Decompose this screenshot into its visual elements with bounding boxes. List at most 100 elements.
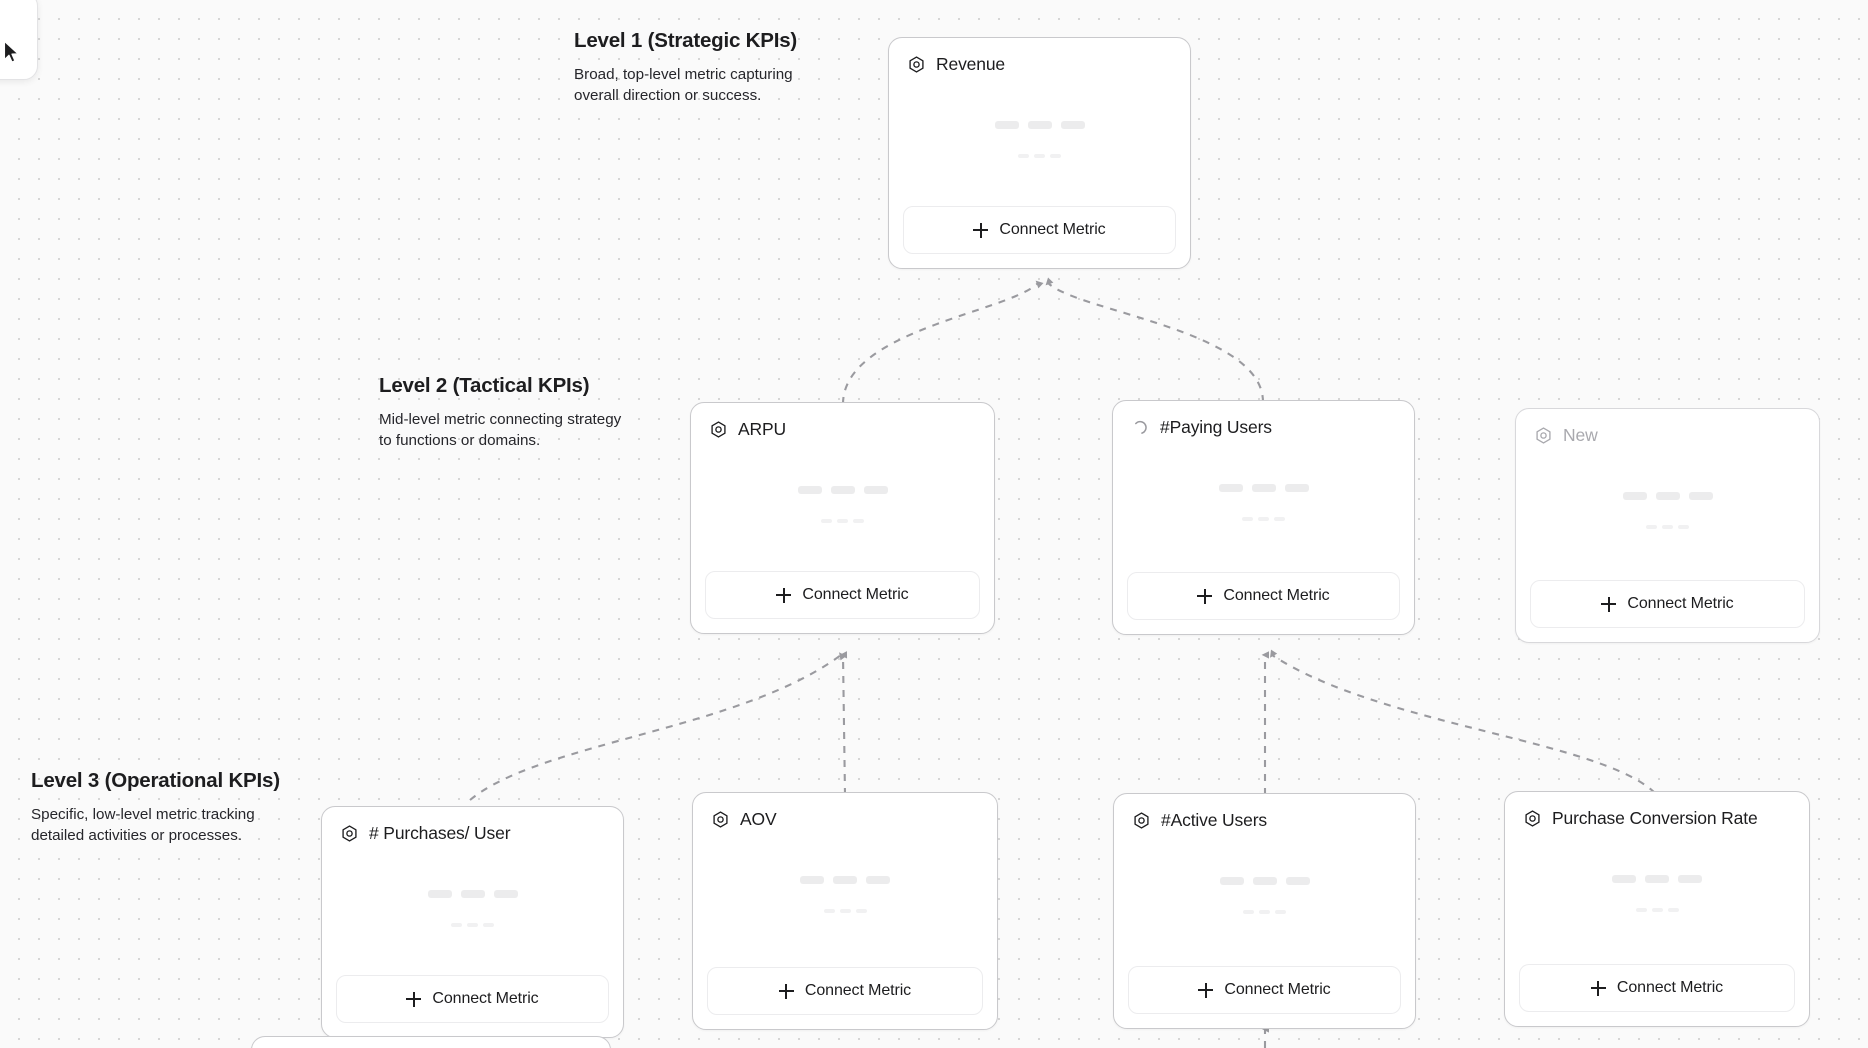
card-skeleton-body xyxy=(693,830,997,967)
card-skeleton-body xyxy=(1505,829,1809,964)
connect-metric-label: Connect Metric xyxy=(1223,587,1330,604)
skeleton-bar xyxy=(1612,875,1636,883)
plus-icon xyxy=(1590,980,1606,996)
skeleton-bar xyxy=(1027,121,1052,129)
skeleton-bar xyxy=(1635,908,1647,912)
skeleton-bar xyxy=(460,890,485,898)
metric-card-purchase-conversion-rate[interactable]: Purchase Conversion Rate Connect Metric xyxy=(1504,791,1810,1027)
connect-metric-button[interactable]: Connect Metric xyxy=(903,206,1176,254)
connect-metric-label: Connect Metric xyxy=(1627,595,1734,612)
skeleton-bar xyxy=(1252,877,1277,885)
skeleton-row-primary xyxy=(322,890,623,898)
level-1-title: Level 1 (Strategic KPIs) xyxy=(574,29,798,52)
card-title: Revenue xyxy=(936,54,1006,74)
card-header: # Purchases/ User xyxy=(322,807,623,844)
metric-card-paying-users[interactable]: #Paying Users Connect Metric xyxy=(1112,400,1415,635)
skeleton-row-primary xyxy=(691,486,994,494)
level-label-3: Level 3 (Operational KPIs) Specific, low… xyxy=(31,768,291,847)
skeleton-bar xyxy=(1678,525,1689,529)
skeleton-row-secondary xyxy=(1516,525,1819,529)
connect-metric-label: Connect Metric xyxy=(802,586,909,603)
loading-spinner-icon xyxy=(1135,420,1147,434)
skeleton-row-secondary xyxy=(889,154,1190,158)
card-header: #Active Users xyxy=(1114,794,1415,831)
skeleton-bar xyxy=(1622,492,1647,500)
edge-conversion-paying-users xyxy=(1270,649,1656,794)
metric-card-arpu[interactable]: ARPU Connect Metric xyxy=(690,402,995,634)
hexagon-target-icon xyxy=(342,825,357,842)
connect-metric-button[interactable]: Connect Metric xyxy=(1128,966,1401,1014)
metric-card-new[interactable]: New Connect Metric xyxy=(1515,408,1820,643)
plus-icon xyxy=(1601,596,1617,612)
skeleton-bar xyxy=(1284,484,1309,492)
skeleton-bar xyxy=(837,519,848,523)
connect-metric-button[interactable]: Connect Metric xyxy=(1127,572,1400,620)
skeleton-bar xyxy=(853,519,864,523)
card-skeleton-body xyxy=(1113,438,1414,572)
skeleton-bar xyxy=(823,909,835,913)
metric-card-offscreen-bottom[interactable] xyxy=(251,1036,611,1048)
mouse-cursor-icon xyxy=(3,40,19,63)
skeleton-bar xyxy=(467,923,478,927)
skeleton-row-primary xyxy=(1114,877,1415,885)
skeleton-bar xyxy=(1258,517,1269,521)
card-skeleton-body xyxy=(1114,831,1415,966)
plus-icon xyxy=(1197,588,1213,604)
skeleton-bar xyxy=(797,486,822,494)
skeleton-bar xyxy=(1688,492,1713,500)
card-header: ARPU xyxy=(691,403,994,440)
skeleton-bar xyxy=(1050,154,1061,158)
connect-metric-button[interactable]: Connect Metric xyxy=(1530,580,1805,628)
level-1-description: Broad, top-level metric capturing overal… xyxy=(574,65,793,105)
plus-icon xyxy=(778,983,794,999)
skeleton-row-primary xyxy=(1113,484,1414,492)
connect-metric-button[interactable]: Connect Metric xyxy=(707,967,983,1015)
skeleton-bar xyxy=(1655,492,1680,500)
connect-metric-button[interactable]: Connect Metric xyxy=(705,571,980,619)
skeleton-bar xyxy=(839,909,851,913)
level-label-1: Level 1 (Strategic KPIs) Broad, top-leve… xyxy=(574,28,834,107)
connect-metric-button[interactable]: Connect Metric xyxy=(336,975,609,1023)
card-title: #Paying Users xyxy=(1160,417,1272,437)
hexagon-target-icon xyxy=(1134,812,1149,829)
metric-card-active-users[interactable]: #Active Users Connect Metric xyxy=(1113,793,1416,1029)
hexagon-target-icon xyxy=(713,811,728,828)
skeleton-row-primary xyxy=(693,876,997,884)
skeleton-bar xyxy=(483,923,494,927)
card-title: Purchase Conversion Rate xyxy=(1552,808,1758,828)
skeleton-bar xyxy=(1662,525,1673,529)
metric-card-revenue[interactable]: Revenue Connect Metric xyxy=(888,37,1191,269)
skeleton-row-secondary xyxy=(691,519,994,523)
skeleton-row-secondary xyxy=(1114,910,1415,914)
card-header: #Paying Users xyxy=(1113,401,1414,438)
plus-icon xyxy=(973,222,989,238)
skeleton-bar xyxy=(1285,877,1310,885)
skeleton-bar xyxy=(800,876,824,884)
skeleton-bar xyxy=(1651,908,1663,912)
card-skeleton-body xyxy=(889,75,1190,206)
card-skeleton-body xyxy=(322,844,623,975)
card-title: New xyxy=(1563,425,1598,445)
skeleton-bar xyxy=(1060,121,1085,129)
card-title: # Purchases/ User xyxy=(369,823,511,843)
connect-metric-button[interactable]: Connect Metric xyxy=(1519,964,1795,1012)
metric-card-purchases-per-user[interactable]: # Purchases/ User Connect Metric xyxy=(321,806,624,1038)
floating-panel-sliver[interactable] xyxy=(0,0,38,80)
skeleton-bar xyxy=(1275,910,1286,914)
skeleton-row-secondary xyxy=(1505,908,1809,912)
card-skeleton-body xyxy=(691,440,994,571)
skeleton-bar xyxy=(833,876,857,884)
edge-paying-users-revenue xyxy=(1045,277,1265,403)
connect-metric-label: Connect Metric xyxy=(1224,981,1331,998)
skeleton-bar xyxy=(994,121,1019,129)
connect-metric-label: Connect Metric xyxy=(999,221,1106,238)
metric-card-aov[interactable]: AOV Connect Metric xyxy=(692,792,998,1030)
card-header: New xyxy=(1516,409,1819,446)
level-3-description: Specific, low-level metric tracking deta… xyxy=(31,805,255,845)
skeleton-bar xyxy=(821,519,832,523)
connect-metric-label: Connect Metric xyxy=(432,990,539,1007)
level-label-2: Level 2 (Tactical KPIs) Mid-level metric… xyxy=(379,373,629,452)
skeleton-bar xyxy=(855,909,867,913)
card-skeleton-body xyxy=(1516,446,1819,580)
